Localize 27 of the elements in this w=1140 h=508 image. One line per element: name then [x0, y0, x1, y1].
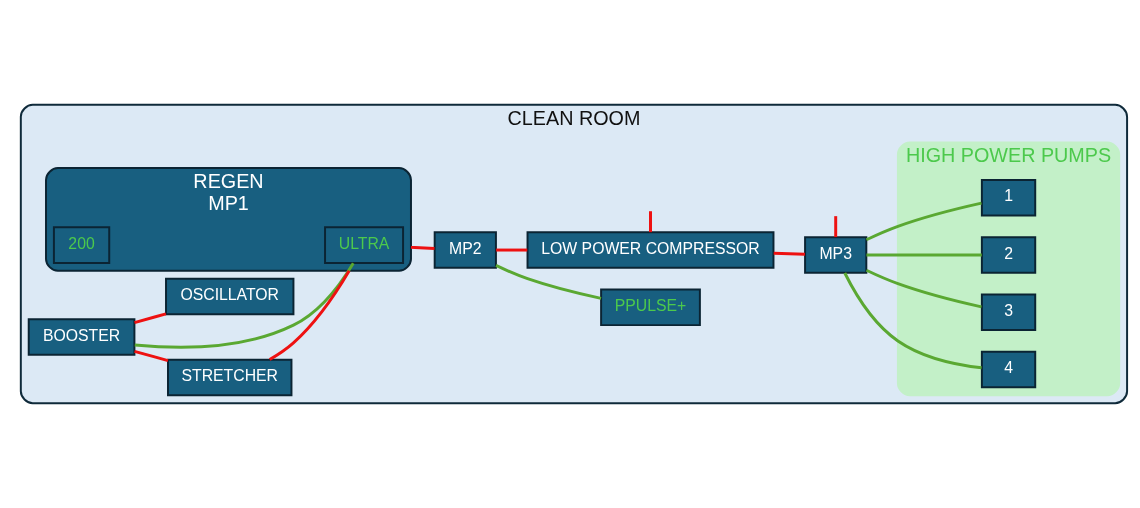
node-box: 4 [980, 350, 1037, 389]
node-box: 2 [980, 236, 1037, 274]
connector [134, 349, 169, 363]
node-box: BOOSTER [27, 318, 136, 356]
node-box: 1 [980, 178, 1037, 217]
connector [268, 270, 351, 361]
node-box: PPULSE+ [600, 288, 701, 327]
connector [134, 262, 355, 349]
node-box: LOW POWER COMPRESSOR [526, 231, 775, 269]
connector [865, 268, 982, 309]
node-box: STRETCHER [167, 358, 293, 397]
connector [866, 253, 982, 257]
connector [134, 312, 167, 324]
connector [410, 245, 435, 251]
connector [773, 251, 806, 256]
node-box: ULTRA [324, 226, 405, 264]
connector [843, 272, 982, 370]
connector [495, 264, 602, 300]
connector [649, 211, 652, 233]
node-box: 3 [980, 293, 1037, 332]
node-box: MP3 [804, 236, 868, 274]
connector [865, 201, 982, 242]
connector [496, 248, 528, 252]
node-box: OSCILLATOR [165, 277, 295, 316]
node-box: MP2 [433, 231, 497, 269]
node-box: 200 [52, 226, 111, 264]
connector [834, 216, 838, 238]
